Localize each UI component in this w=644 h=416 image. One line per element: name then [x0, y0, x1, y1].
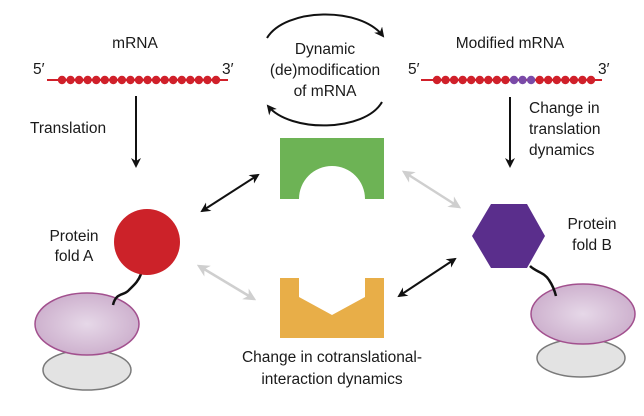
protein-a-label-line1: Protein [49, 228, 98, 245]
nucleotide-bead [194, 75, 204, 85]
nucleotide-bead [134, 75, 144, 85]
nucleotide-bead [143, 75, 152, 85]
arrow-a-to-green [200, 173, 260, 213]
translation-dynamics-line1: Change in [529, 100, 600, 117]
nucleotide-bead [66, 75, 75, 85]
protein-a-label-line2: fold A [55, 248, 94, 265]
ribosome-small-subunit-a [42, 349, 132, 391]
arrow-b-to-green [401, 170, 462, 209]
nucleotide-bead [109, 75, 118, 85]
nucleotide-bead [441, 75, 450, 85]
nucleotide-bead [535, 75, 544, 85]
nascent-chain-b [529, 265, 558, 297]
nucleotide-bead [544, 75, 553, 85]
nucleotide-bead [211, 75, 221, 85]
modified-nucleotide-bead [518, 75, 527, 85]
nascent-chain-a [111, 273, 143, 306]
cycle-label-line1: Dynamic [295, 41, 356, 58]
modified-nucleotide-bead [526, 75, 536, 85]
arrow-a-to-orange [196, 264, 257, 301]
nucleotide-bead [432, 75, 442, 85]
protein-b-label-line1: Protein [567, 216, 616, 233]
modified-mrna-title: Modified mRNA [456, 35, 565, 52]
mrna-title: mRNA [112, 35, 158, 52]
nucleotide-bead [569, 75, 579, 85]
translation-dynamics-line3: dynamics [529, 142, 595, 159]
nucleotide-bead [467, 75, 476, 85]
translation-dynamics-line2: translation [529, 121, 601, 138]
nucleotide-bead [203, 75, 212, 85]
nucleotide-bead [475, 75, 484, 85]
nucleotide-bead [501, 75, 510, 85]
ribosome-large-subunit-a [34, 292, 140, 356]
cycle-label-line3: of mRNA [294, 83, 358, 100]
nucleotide-bead [169, 75, 178, 85]
nucleotide-bead [186, 75, 195, 85]
mrna-three-prime: 3′ [222, 61, 234, 78]
orange-interaction-partner [280, 278, 384, 338]
mrna-five-prime: 5′ [33, 61, 45, 78]
green-interaction-partner [280, 138, 384, 199]
nucleotide-bead [561, 75, 570, 85]
nucleotide-bead [57, 75, 67, 85]
nucleotide-bead [126, 75, 135, 85]
modified-nucleotide-bead [509, 75, 519, 85]
protein-fold-a [114, 209, 180, 275]
modified-mrna-five-prime: 5′ [408, 61, 420, 78]
mrna-beads [57, 75, 221, 85]
arrow-b-to-orange [397, 257, 457, 298]
protein-fold-b [472, 204, 545, 268]
nucleotide-bead [484, 75, 493, 85]
caption-line1: Change in cotranslational- [242, 349, 422, 366]
nucleotide-bead [552, 75, 561, 85]
caption-line2: interaction dynamics [261, 371, 403, 388]
protein-b-label-line2: fold B [572, 237, 612, 254]
translation-label: Translation [30, 120, 106, 137]
nucleotide-bead [117, 75, 127, 85]
modified-mrna-three-prime: 3′ [598, 61, 610, 78]
cycle-label-line2: (de)modification [270, 62, 380, 79]
nucleotide-bead [92, 75, 101, 85]
ribosome-large-subunit-b [530, 283, 636, 345]
modified-mrna-beads [432, 75, 596, 85]
nucleotide-bead [586, 75, 596, 85]
nucleotide-bead [160, 75, 169, 85]
nucleotide-bead [151, 75, 161, 85]
nucleotide-bead [83, 75, 92, 85]
cycle-arrow-top [266, 13, 385, 39]
nucleotide-bead [449, 75, 459, 85]
nucleotide-bead [578, 75, 587, 85]
nucleotide-bead [74, 75, 84, 85]
nucleotide-bead [492, 75, 502, 85]
nucleotide-bead [177, 75, 186, 85]
nucleotide-bead [458, 75, 467, 85]
nucleotide-bead [100, 75, 109, 85]
cycle-arrow-bottom [266, 101, 383, 127]
